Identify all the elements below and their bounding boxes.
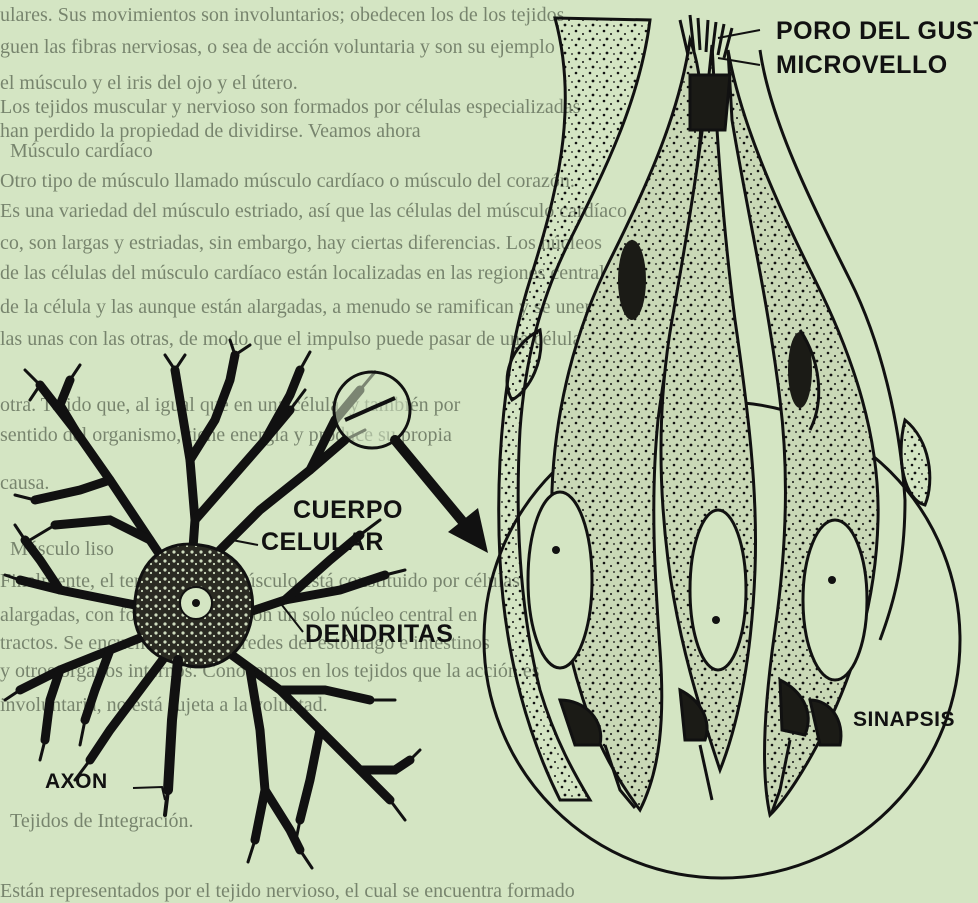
label-taste-pore: PORO DEL GUST [776, 17, 978, 46]
nucleus-left [528, 492, 592, 668]
label-axon: AXON [45, 770, 108, 794]
label-cell-body-line2: CELULAR [261, 528, 384, 557]
taste-bud-drawing [499, 18, 930, 815]
label-dendrites: DENDRITAS [305, 620, 453, 649]
label-microvillus: MICROVELLO [776, 51, 948, 80]
nucleus-center [690, 510, 746, 670]
nucleus-right [803, 520, 867, 680]
pointer-arrow [395, 440, 488, 553]
axon [168, 660, 178, 790]
label-synapse: SINAPSIS [853, 708, 955, 732]
label-cell-body-line1: CUERPO [293, 496, 403, 525]
